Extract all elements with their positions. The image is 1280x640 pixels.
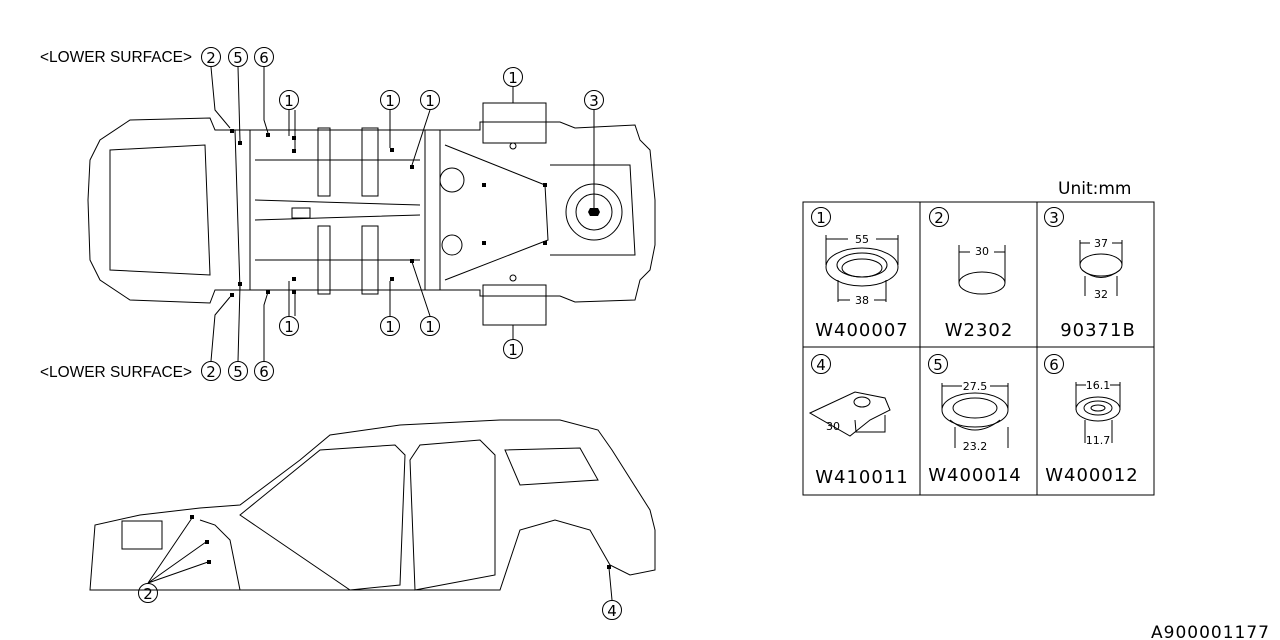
part-cell-2[interactable]: 2 30 W2302: [929, 207, 1014, 342]
svg-text:5: 5: [233, 363, 243, 381]
svg-text:5: 5: [233, 49, 243, 67]
underbody-drawing: [87, 66, 656, 362]
lower-surface-label-bottom: <LOWER SURFACE>: [40, 364, 192, 381]
part-number: W410011: [815, 467, 909, 488]
svg-text:55: 55: [855, 233, 869, 246]
svg-text:30: 30: [975, 245, 989, 258]
svg-text:27.5: 27.5: [963, 380, 988, 393]
svg-text:1: 1: [284, 318, 294, 336]
svg-text:1: 1: [425, 92, 435, 110]
callout-1[interactable]: 1: [279, 90, 299, 111]
svg-text:3: 3: [1049, 209, 1059, 227]
svg-text:1: 1: [385, 92, 395, 110]
callout-2-bottom[interactable]: 2: [201, 361, 221, 382]
svg-text:1: 1: [385, 318, 395, 336]
svg-text:4: 4: [816, 356, 826, 374]
svg-text:11.7: 11.7: [1086, 434, 1111, 447]
part-cell-1[interactable]: 1 55 38 W400007: [811, 207, 909, 342]
part-number: W400014: [928, 465, 1022, 486]
part-number: W2302: [945, 320, 1014, 341]
svg-text:1: 1: [425, 318, 435, 336]
svg-text:1: 1: [816, 209, 826, 227]
lower-surface-label-top: <LOWER SURFACE>: [40, 49, 192, 66]
svg-text:2: 2: [143, 585, 153, 603]
part-number: W400012: [1045, 465, 1139, 486]
svg-text:6: 6: [259, 49, 269, 67]
svg-text:1: 1: [284, 92, 294, 110]
callout-3[interactable]: 3: [584, 90, 604, 111]
side-body-drawing: [89, 419, 656, 601]
part-cell-3[interactable]: 3 37 32 90371B: [1044, 207, 1136, 342]
svg-text:4: 4: [607, 602, 617, 620]
diagram-id: A900001177: [1151, 623, 1270, 640]
callout-1[interactable]: 1: [503, 339, 523, 360]
svg-text:2: 2: [934, 209, 944, 227]
part-number: 90371B: [1060, 320, 1136, 341]
callout-4-side[interactable]: 4: [602, 600, 622, 621]
parts-table: [802, 201, 1155, 496]
svg-text:1: 1: [508, 341, 518, 359]
part-number: W400007: [815, 320, 909, 341]
svg-text:32: 32: [1094, 288, 1108, 301]
part-cell-4[interactable]: 4 30 W410011: [808, 354, 909, 489]
svg-text:2: 2: [206, 363, 216, 381]
callout-6-bottom[interactable]: 6: [254, 361, 274, 382]
callout-6-top[interactable]: 6: [254, 47, 274, 68]
callout-5-bottom[interactable]: 5: [228, 361, 248, 382]
svg-text:6: 6: [1049, 356, 1059, 374]
unit-label: Unit:mm: [1058, 179, 1131, 199]
callout-1[interactable]: 1: [420, 316, 440, 337]
svg-text:6: 6: [259, 363, 269, 381]
svg-text:30: 30: [826, 420, 840, 433]
svg-text:2: 2: [206, 49, 216, 67]
svg-text:23.2: 23.2: [963, 440, 988, 453]
callout-5-top[interactable]: 5: [228, 47, 248, 68]
callout-1[interactable]: 1: [380, 316, 400, 337]
callout-1[interactable]: 1: [279, 316, 299, 337]
part-cell-5[interactable]: 5 27.5 23.2 W400014: [928, 354, 1022, 487]
svg-text:37: 37: [1094, 237, 1108, 250]
callout-1[interactable]: 1: [380, 90, 400, 111]
svg-text:3: 3: [589, 92, 599, 110]
svg-text:1: 1: [508, 69, 518, 87]
callout-1[interactable]: 1: [503, 67, 523, 88]
svg-text:5: 5: [933, 356, 943, 374]
svg-text:38: 38: [855, 294, 869, 307]
callout-2-side[interactable]: 2: [138, 583, 158, 604]
callout-2-top[interactable]: 2: [201, 47, 221, 68]
svg-text:16.1: 16.1: [1086, 379, 1111, 392]
part-cell-6[interactable]: 6 16.1 11.7 W400012: [1044, 354, 1139, 487]
callout-1[interactable]: 1: [420, 90, 440, 111]
